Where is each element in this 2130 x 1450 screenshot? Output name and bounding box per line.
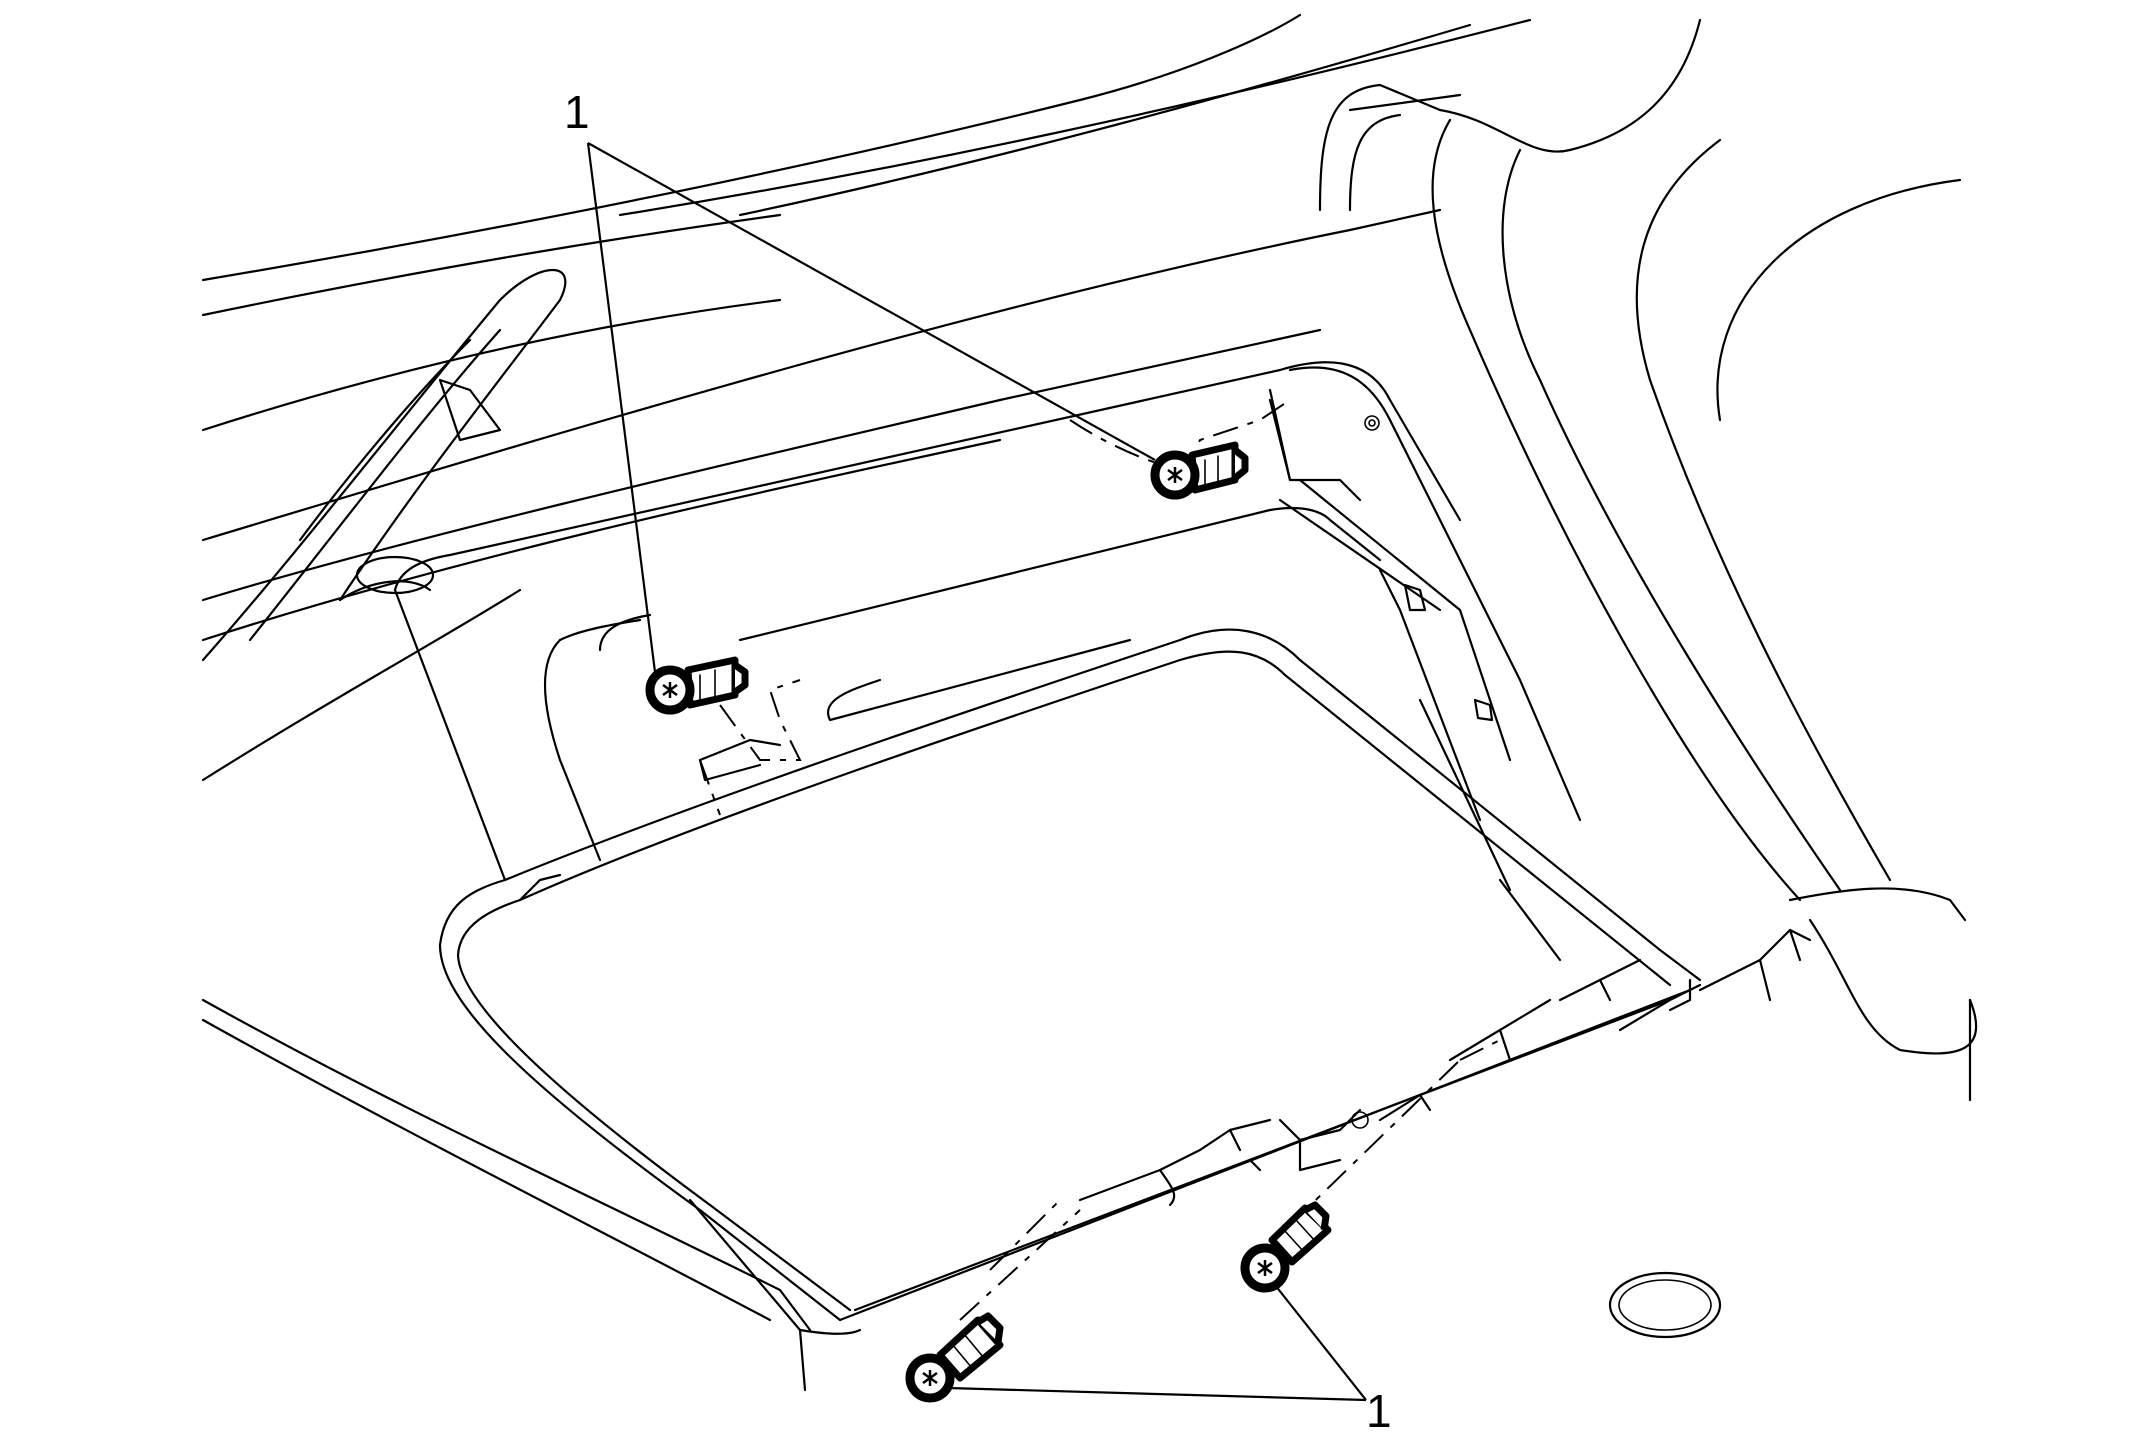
fastener-upper-left <box>645 656 749 715</box>
instrument-panel-upper <box>201 13 1532 642</box>
callout-label-top: 1 <box>564 86 590 138</box>
glove-box-opening <box>393 361 1582 962</box>
fastener-upper-right <box>1150 441 1249 500</box>
alignment-lines <box>699 399 1501 1321</box>
side-trim-panel <box>1318 18 1978 1102</box>
air-vent <box>201 268 567 782</box>
lower-panel <box>201 928 1812 1392</box>
fastener-lower-right <box>1240 1201 1332 1293</box>
glove-box-door <box>438 628 1702 1322</box>
callout-label-bottom: 1 <box>1366 1385 1392 1437</box>
callout-leaders <box>586 142 1367 1402</box>
fastener-lower-left <box>905 1312 1004 1403</box>
